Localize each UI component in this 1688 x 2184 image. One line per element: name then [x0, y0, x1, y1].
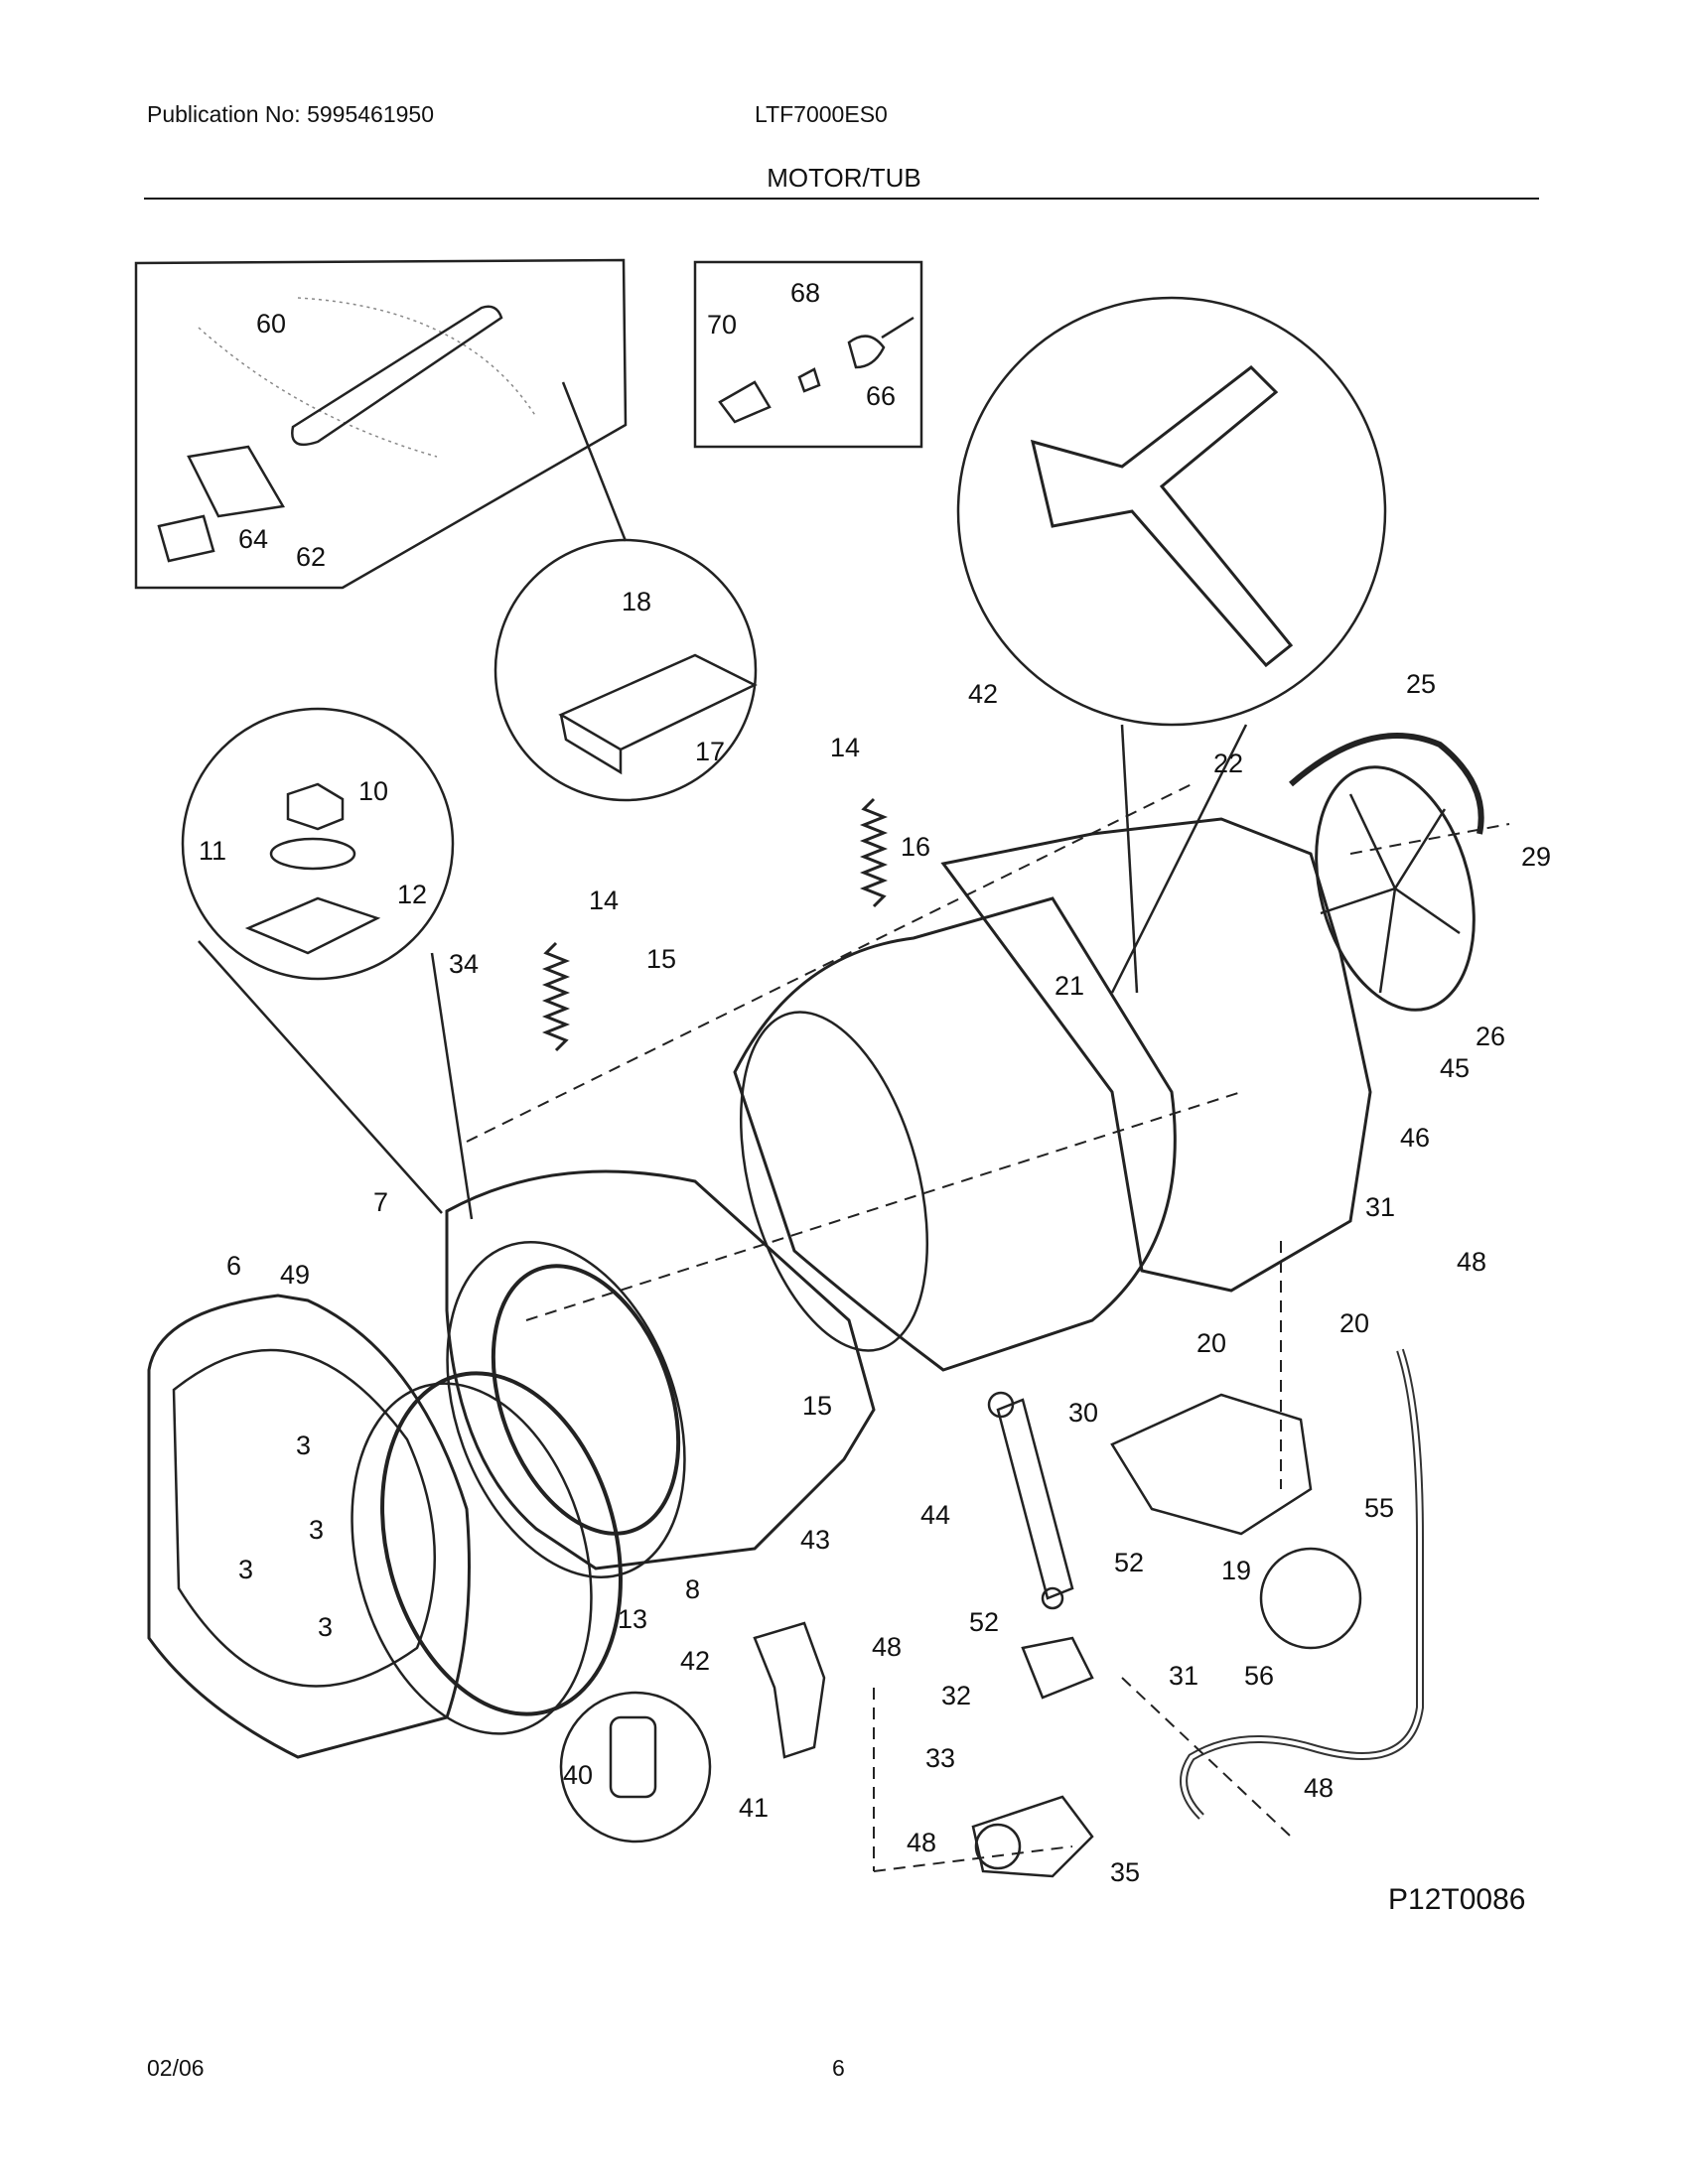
- detail-circle-fastener: [181, 707, 455, 981]
- callout-10: 10: [358, 776, 388, 806]
- spring-left: [541, 941, 571, 1052]
- callout-41: 41: [739, 1793, 769, 1823]
- callout-21: 21: [1055, 971, 1084, 1001]
- callout-64: 64: [238, 524, 268, 554]
- callout-55: 55: [1364, 1493, 1394, 1523]
- callout-45: 45: [1440, 1053, 1470, 1083]
- callout-43: 43: [800, 1525, 830, 1555]
- callout-20a: 20: [1196, 1328, 1226, 1358]
- callout-6: 6: [226, 1251, 241, 1281]
- callout-11: 11: [199, 836, 226, 866]
- callout-29: 29: [1521, 842, 1551, 872]
- callout-22: 22: [1213, 749, 1243, 778]
- drum: [733, 896, 1177, 1372]
- callout-42b: 42: [680, 1646, 710, 1676]
- callout-66: 66: [866, 381, 896, 411]
- tub-rear: [940, 817, 1372, 1293]
- callout-7: 7: [373, 1187, 388, 1217]
- publication-number: Publication No: 5995461950: [147, 101, 435, 127]
- heater: [1110, 1393, 1313, 1536]
- callout-48b: 48: [872, 1632, 902, 1662]
- callout-60: 60: [256, 309, 286, 339]
- callout-20b: 20: [1339, 1308, 1369, 1338]
- callout-40: 40: [563, 1760, 593, 1790]
- callout-30: 30: [1068, 1398, 1098, 1428]
- callout-14a: 14: [589, 886, 619, 915]
- drain-pump: [971, 1795, 1094, 1878]
- callout-12: 12: [397, 880, 427, 909]
- callout-15a: 15: [646, 944, 676, 974]
- detail-circle-clip: [1259, 1547, 1362, 1650]
- publication-date: 02/06: [147, 2055, 205, 2081]
- callout-56: 56: [1244, 1661, 1274, 1691]
- spring-right: [859, 797, 889, 908]
- front-frame: [147, 1294, 471, 1759]
- callout-42a: 42: [968, 679, 998, 709]
- callout-32: 32: [941, 1681, 971, 1710]
- callout-3a: 3: [296, 1431, 311, 1460]
- drain-outlet: [753, 1621, 826, 1759]
- callout-8: 8: [685, 1574, 700, 1604]
- shock-absorber: [996, 1398, 1074, 1600]
- header-divider: [144, 198, 1539, 200]
- callout-3c: 3: [238, 1555, 253, 1584]
- callout-33: 33: [925, 1743, 955, 1773]
- callout-46: 46: [1400, 1123, 1430, 1153]
- callout-48d: 48: [907, 1828, 936, 1857]
- callout-25: 25: [1406, 669, 1436, 699]
- model-number: LTF7000ES0: [755, 101, 888, 127]
- callout-49: 49: [280, 1260, 310, 1290]
- callout-3d: 3: [318, 1612, 333, 1642]
- section-title: MOTOR/TUB: [767, 163, 921, 193]
- callout-48a: 48: [1457, 1247, 1486, 1277]
- page-number: 6: [832, 2055, 845, 2081]
- tub-front: [445, 1169, 876, 1570]
- callout-70: 70: [707, 310, 737, 340]
- diagram-reference: P12T0086: [1388, 1883, 1525, 1916]
- callout-52b: 52: [969, 1607, 999, 1637]
- callout-3b: 3: [309, 1515, 324, 1545]
- pulley: [1315, 765, 1476, 1012]
- inset-sensor: [693, 260, 923, 449]
- callout-62: 62: [296, 542, 326, 572]
- callout-26: 26: [1476, 1022, 1505, 1051]
- callout-16: 16: [901, 832, 930, 862]
- callout-68: 68: [790, 278, 820, 308]
- callout-13: 13: [618, 1604, 647, 1634]
- callout-35: 35: [1110, 1857, 1140, 1887]
- callout-52a: 52: [1114, 1548, 1144, 1577]
- callout-17: 17: [695, 737, 725, 766]
- inset-hose-bracket: [134, 258, 628, 590]
- callout-48c: 48: [1304, 1773, 1334, 1803]
- callout-31a: 31: [1365, 1192, 1395, 1222]
- callout-31b: 31: [1169, 1661, 1198, 1691]
- callout-labels: 60 62 64 70 68 66 18 17 10 11 12 14 14 1…: [199, 278, 1551, 1916]
- detail-circle-spider: [956, 296, 1387, 727]
- callout-44: 44: [920, 1500, 950, 1530]
- callout-34: 34: [449, 949, 479, 979]
- callout-15b: 15: [802, 1391, 832, 1421]
- belt: [1289, 733, 1484, 835]
- callout-19: 19: [1221, 1556, 1251, 1585]
- callout-18: 18: [622, 587, 651, 616]
- callout-14b: 14: [830, 733, 860, 762]
- detail-circle-filter: [559, 1691, 712, 1843]
